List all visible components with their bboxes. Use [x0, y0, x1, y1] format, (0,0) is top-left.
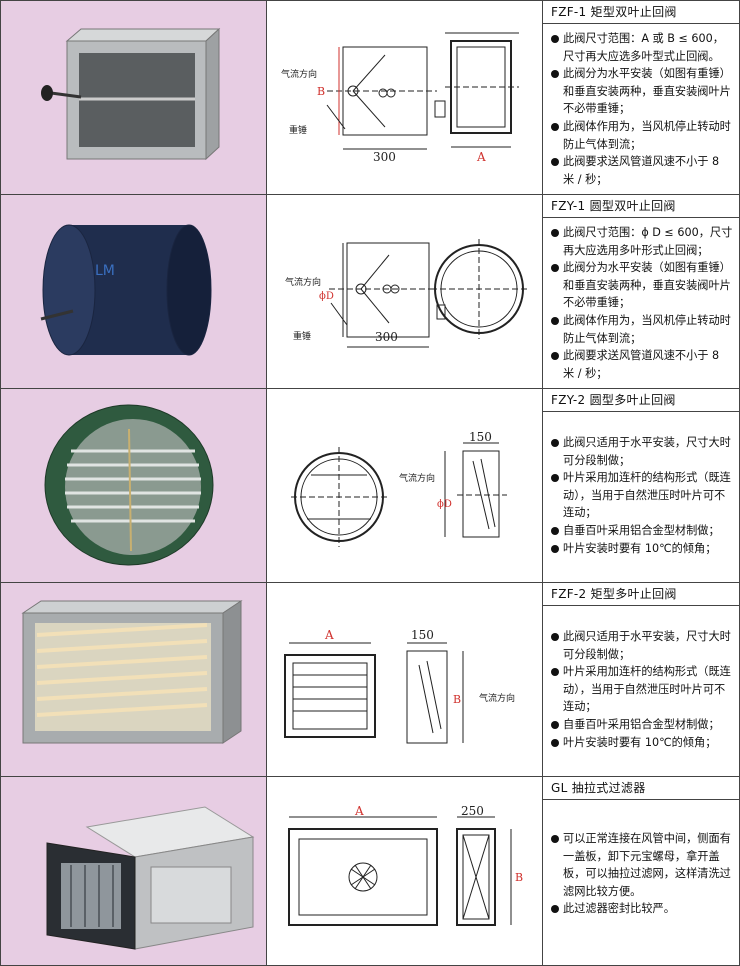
bullet-dot-icon — [551, 474, 559, 483]
bullet-list: 可以正常连接在风管中间，侧面有一盖板，卸下元宝螺母，拿开盖板，可以抽拉过滤网，这… — [543, 800, 739, 918]
bullet-item: 此阀只适用于水平安装，尺寸大时可分段制做； — [551, 628, 733, 663]
bullet-item: 可以正常连接在风管中间，侧面有一盖板，卸下元宝螺母，拿开盖板，可以抽拉过滤网，这… — [551, 830, 733, 900]
weight-label: 重锤 — [289, 124, 307, 136]
dim-300-label: 300 — [373, 150, 396, 164]
bullet-dot-icon — [551, 122, 559, 131]
dim-a-label: A — [324, 628, 334, 642]
dim-a-label: A — [354, 804, 364, 818]
bullet-dot-icon — [551, 158, 559, 167]
dim-300-label: 300 — [375, 330, 398, 344]
product-row-fzy2: 气流方向 ϕD 150 FZY-2 圆型多叶止回阀 此阀只适用于水平安装，尺寸大… — [1, 389, 739, 583]
bullet-item: 此阀体作用为，当风机停止转动时防止气体到流； — [551, 118, 733, 153]
product-row-fzf2: A 150 B 气流方向 FZF-2 矩型多叶止回阀 此阀只适用于水平安装，尺寸… — [1, 583, 739, 777]
description-fzf1: FZF-1 矩型双叶止回阀 此阀尺寸范围：A 或 B ≤ 600，尺寸再大应选多… — [543, 1, 739, 194]
dim-b-label: B — [515, 871, 523, 884]
bullet-item: 此阀分为水平安装（如图有重锤）和垂直安装两种，垂直安装阀叶片不必带重锤； — [551, 259, 733, 312]
damper-photo-round-double: LM — [40, 224, 212, 356]
bullet-dot-icon — [551, 70, 559, 79]
damper-photo-rect-double — [41, 27, 221, 161]
drawing-fzy1: 气流方向 重锤 ϕD 300 — [267, 195, 543, 388]
svg-text:LM: LM — [95, 263, 115, 279]
bullet-list: 此阀尺寸范围：ϕ D ≤ 600，尺寸再大应选用多叶形式止回阀； 此阀分为水平安… — [543, 218, 739, 382]
description-fzf2: FZF-2 矩型多叶止回阀 此阀只适用于水平安装，尺寸大时可分段制做； 叶片采用… — [543, 583, 739, 776]
bullet-dot-icon — [551, 229, 559, 237]
product-photo-gl — [1, 777, 267, 965]
dim-d-label: ϕD — [319, 291, 334, 302]
drawing-fzy2: 气流方向 ϕD 150 — [267, 389, 543, 582]
technical-drawing-fzf1: 气流方向 重锤 B 300 A — [281, 32, 519, 164]
technical-drawing-gl: A 250 B — [288, 804, 523, 926]
bullet-item: 此阀要求送风管道风速不小于 8 米 / 秒； — [551, 153, 733, 188]
bullet-item: 此过滤器密封比较严。 — [551, 900, 733, 918]
technical-drawing-fzf2: A 150 B 气流方向 — [284, 628, 515, 744]
bullet-item: 叶片采用加连杆的结构形式（既连动），当用于自然泄压时叶片可不连动； — [551, 663, 733, 716]
bullet-item: 此阀尺寸范围：ϕ D ≤ 600，尺寸再大应选用多叶形式止回阀； — [551, 224, 733, 259]
bullet-item: 此阀分为水平安装（如图有重锤）和垂直安装两种，垂直安装阀叶片不必带重锤； — [551, 65, 733, 118]
damper-photo-round-multi — [44, 404, 214, 566]
product-photo-fzy1: LM — [1, 195, 267, 388]
product-title: FZF-2 矩型多叶止回阀 — [543, 583, 739, 606]
bullet-item: 此阀要求送风管道风速不小于 8 米 / 秒； — [551, 347, 733, 382]
bullet-dot-icon — [551, 352, 559, 361]
product-title: FZY-1 圆型双叶止回阀 — [543, 195, 739, 218]
product-title: GL 抽拉式过滤器 — [543, 777, 739, 800]
technical-drawing-fzy2: 气流方向 ϕD 150 — [291, 430, 507, 547]
product-title: FZF-1 矩型双叶止回阀 — [543, 1, 739, 24]
bullet-dot-icon — [551, 264, 559, 273]
dim-a-label: A — [476, 150, 486, 164]
drawing-gl: A 250 B — [267, 777, 543, 965]
bullet-item: 叶片安装时要有 10℃的倾角； — [551, 540, 733, 558]
bullet-item: 自垂百叶采用铝合金型材制做； — [551, 716, 733, 734]
bullet-dot-icon — [551, 905, 559, 914]
damper-photo-rect-multi — [21, 600, 243, 744]
bullet-dot-icon — [551, 720, 559, 729]
bullet-list: 此阀只适用于水平安装，尺寸大时可分段制做； 叶片采用加连杆的结构形式（既连动），… — [543, 412, 739, 557]
bullet-item: 此阀体作用为，当风机停止转动时防止气体到流； — [551, 312, 733, 347]
description-fzy2: FZY-2 圆型多叶止回阀 此阀只适用于水平安装，尺寸大时可分段制做； 叶片采用… — [543, 389, 739, 582]
bullet-dot-icon — [551, 544, 559, 553]
product-row-fzf1: 气流方向 重锤 B 300 A FZF-1 矩型双叶止回阀 此阀尺寸范围：A 或… — [1, 1, 739, 195]
bullet-dot-icon — [551, 633, 559, 641]
bullet-dot-icon — [551, 738, 559, 747]
product-photo-fzf2 — [1, 583, 267, 776]
dim-150-label: 150 — [469, 430, 492, 444]
bullet-dot-icon — [551, 668, 559, 677]
bullet-item: 叶片采用加连杆的结构形式（既连动），当用于自然泄压时叶片可不连动； — [551, 469, 733, 522]
dim-d-label: ϕD — [437, 499, 452, 510]
bullet-dot-icon — [551, 35, 559, 43]
airflow-label: 气流方向 — [285, 276, 321, 288]
filter-photo — [46, 806, 255, 950]
dim-150-label: 150 — [411, 628, 434, 642]
airflow-label: 气流方向 — [479, 692, 515, 704]
product-photo-fzy2 — [1, 389, 267, 582]
bullet-item: 此阀尺寸范围：A 或 B ≤ 600，尺寸再大应选多叶型式止回阀。 — [551, 30, 733, 65]
bullet-list: 此阀只适用于水平安装，尺寸大时可分段制做； 叶片采用加连杆的结构形式（既连动），… — [543, 606, 739, 751]
bullet-item: 此阀只适用于水平安装，尺寸大时可分段制做； — [551, 434, 733, 469]
bullet-dot-icon — [551, 439, 559, 447]
airflow-label: 气流方向 — [399, 472, 435, 484]
drawing-fzf2: A 150 B 气流方向 — [267, 583, 543, 776]
product-row-gl: A 250 B GL 抽拉式过滤器 可以正常连接在风管中间，侧面有一盖板，卸下元… — [1, 777, 739, 965]
drawing-fzf1: 气流方向 重锤 B 300 A — [267, 1, 543, 194]
dim-b-label: B — [317, 85, 325, 98]
bullet-dot-icon — [551, 526, 559, 535]
technical-drawing-fzy1: 气流方向 重锤 ϕD 300 — [285, 239, 527, 348]
product-title: FZY-2 圆型多叶止回阀 — [543, 389, 739, 412]
product-row-fzy1: LM 气流方向 重锤 ϕD — [1, 195, 739, 389]
product-photo-fzf1 — [1, 1, 267, 194]
weight-label: 重锤 — [293, 330, 311, 342]
bullet-dot-icon — [551, 835, 559, 843]
bullet-dot-icon — [551, 316, 559, 325]
bullet-item: 自垂百叶采用铝合金型材制做； — [551, 522, 733, 540]
dim-b-label: B — [453, 693, 461, 706]
bullet-list: 此阀尺寸范围：A 或 B ≤ 600，尺寸再大应选多叶型式止回阀。 此阀分为水平… — [543, 24, 739, 188]
description-fzy1: FZY-1 圆型双叶止回阀 此阀尺寸范围：ϕ D ≤ 600，尺寸再大应选用多叶… — [543, 195, 739, 388]
dim-250-label: 250 — [461, 804, 484, 818]
airflow-label: 气流方向 — [281, 68, 317, 80]
bullet-item: 叶片安装时要有 10℃的倾角； — [551, 734, 733, 752]
description-gl: GL 抽拉式过滤器 可以正常连接在风管中间，侧面有一盖板，卸下元宝螺母，拿开盖板… — [543, 777, 739, 965]
